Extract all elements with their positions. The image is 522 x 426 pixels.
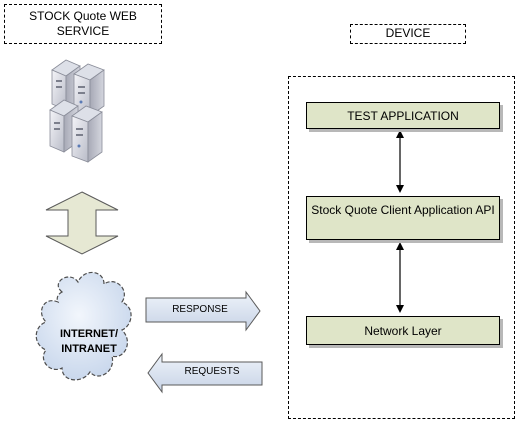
- cloud-label-line1: INTERNET/: [59, 328, 119, 340]
- device-label: DEVICE: [350, 24, 466, 44]
- network-layer-box: Network Layer: [306, 316, 500, 345]
- device-title: DEVICE: [385, 26, 431, 40]
- server-cluster-icon: [49, 59, 105, 163]
- network-layer-label: Network Layer: [364, 324, 442, 338]
- cloud-label-line2: INTRANET: [61, 343, 117, 355]
- test-application-box: TEST APPLICATION: [306, 102, 500, 129]
- cloud-icon: [35, 271, 132, 381]
- response-label: RESPONSE: [172, 304, 228, 315]
- test-application-label: TEST APPLICATION: [347, 109, 459, 123]
- requests-label: REQUESTS: [184, 366, 240, 377]
- double-arrow-icon: [45, 191, 119, 255]
- web-service-label: STOCK Quote WEB SERVICE: [4, 4, 162, 44]
- requests-arrow: [147, 352, 263, 394]
- client-api-box: Stock Quote Client Application API: [306, 196, 500, 240]
- web-service-title: STOCK Quote WEB SERVICE: [29, 9, 137, 38]
- response-arrow: [145, 290, 261, 332]
- client-api-label: Stock Quote Client Application API: [311, 203, 495, 217]
- cloud-label: INTERNET/ INTRANET: [47, 327, 131, 357]
